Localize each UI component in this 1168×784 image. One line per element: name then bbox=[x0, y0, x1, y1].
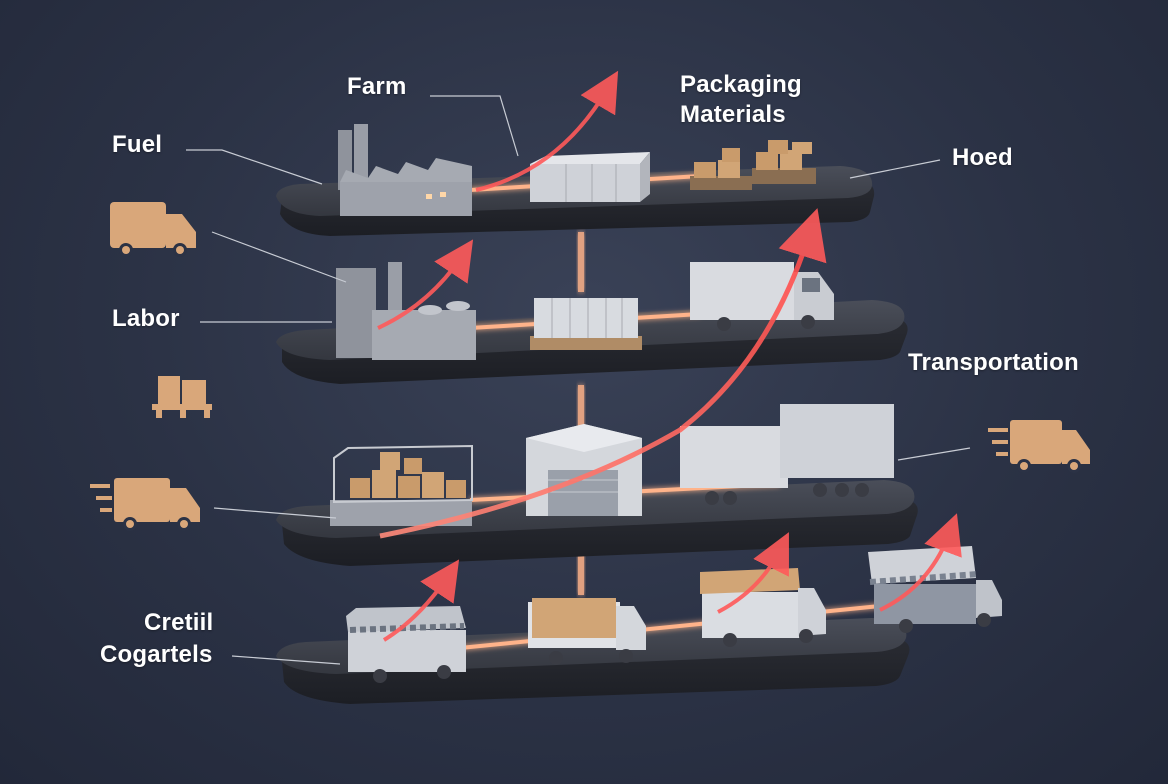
pallet-boxes-icon bbox=[330, 444, 473, 526]
delivery-truck-icon bbox=[528, 598, 646, 665]
factory-icon bbox=[336, 262, 476, 360]
market-stall-truck-icon bbox=[700, 568, 826, 647]
warehouse-icon bbox=[526, 424, 642, 516]
pallet-boxes-icon bbox=[152, 376, 212, 418]
label-retail-line-2: Cogartels bbox=[100, 641, 213, 668]
cost-increase-arrow-icon bbox=[717, 532, 789, 614]
cost-increase-arrow-icon bbox=[475, 70, 619, 192]
pallet-boxes-icon bbox=[690, 140, 816, 190]
label-retail: Cretiil Cogartels bbox=[100, 607, 213, 671]
label-packaging-line-1: Packaging bbox=[680, 71, 802, 98]
label-hoed: Hoed bbox=[952, 144, 1013, 171]
boxes-icon bbox=[530, 298, 642, 350]
boxes-icon bbox=[530, 152, 650, 202]
fast-delivery-truck-icon bbox=[90, 478, 200, 531]
delivery-truck-icon bbox=[110, 202, 196, 257]
vertical-connectors bbox=[578, 232, 584, 595]
label-packaging-materials: Packaging Materials bbox=[680, 70, 802, 130]
label-fuel: Fuel bbox=[112, 131, 163, 158]
label-transportation: Transportation bbox=[908, 349, 1079, 376]
cost-increase-arrow-icon bbox=[382, 559, 460, 642]
label-farm: Farm bbox=[347, 73, 407, 100]
label-packaging-line-2: Materials bbox=[680, 101, 786, 128]
cost-increase-arrow-icon bbox=[379, 208, 827, 539]
cost-increase-arrows bbox=[377, 70, 962, 642]
label-labor: Labor bbox=[112, 305, 180, 332]
cost-increase-arrow-icon bbox=[377, 239, 474, 330]
leader-lines bbox=[186, 95, 971, 665]
semi-truck-icon bbox=[680, 404, 894, 505]
factory-icon bbox=[338, 124, 472, 216]
market-stall-truck-icon bbox=[346, 606, 466, 683]
cost-increase-arrow-icon bbox=[879, 513, 962, 612]
label-retail-line-1: Cretiil bbox=[144, 609, 214, 636]
fast-delivery-truck-icon bbox=[988, 420, 1090, 473]
